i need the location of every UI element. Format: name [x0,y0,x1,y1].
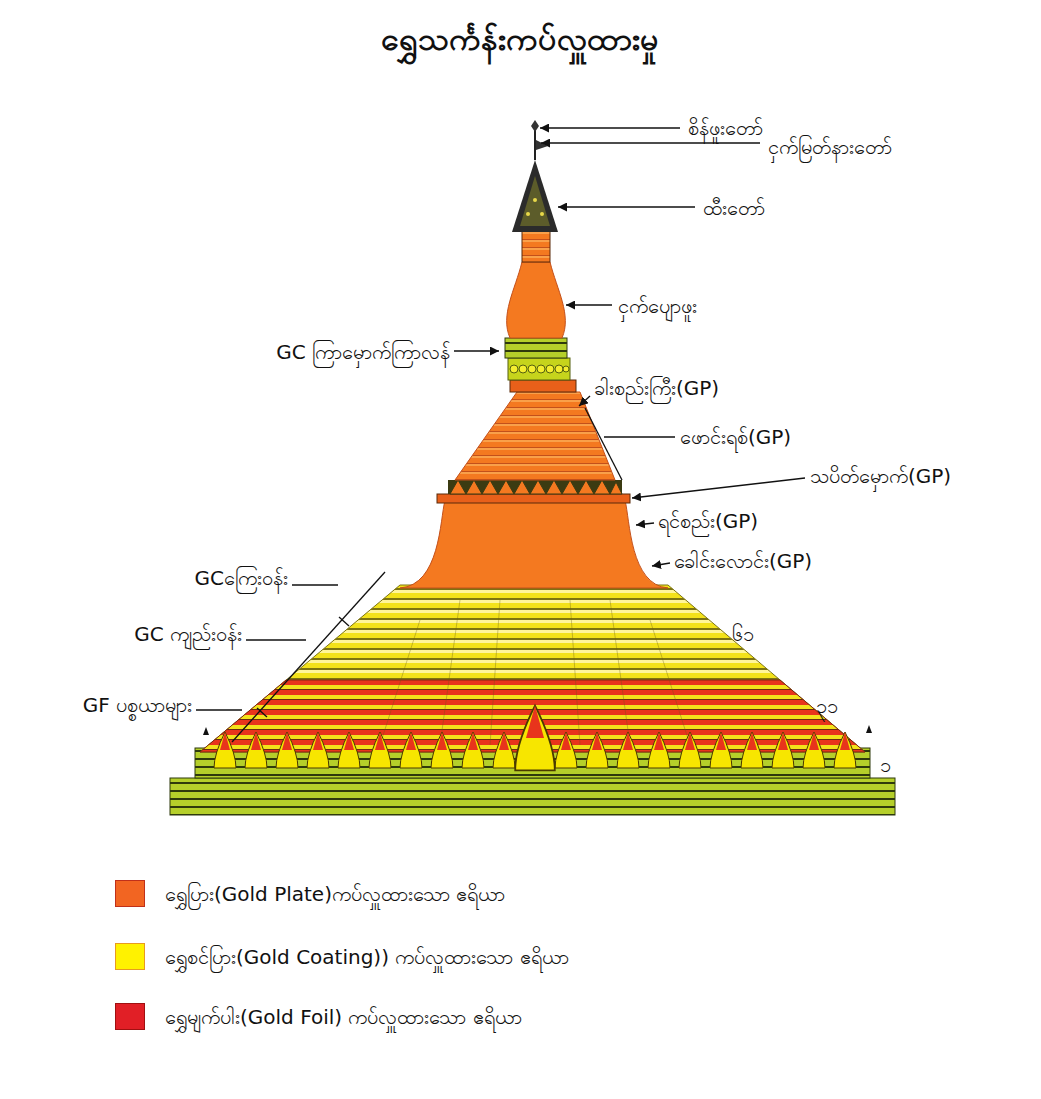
legend-swatch [115,943,145,970]
level-number: ၆၁ [732,621,754,647]
diamond-bud [531,120,539,132]
part-label: ခါးစည်းကြီး(GP) [594,375,719,401]
title: ရွှေသင်္ကန်းကပ်လှူထားမှု [381,19,659,61]
banana-bud [507,262,566,338]
bell [400,500,668,588]
waist-band [510,380,576,392]
hti-umbrella [512,160,558,232]
vane [536,140,548,150]
base-platform [170,778,895,815]
leader-lines [196,128,805,742]
level-number: ၃၁ [816,693,838,719]
bead-band [508,358,570,380]
part-label: ငှက်မြတ်နားတော် [768,134,892,160]
part-label: သပိတ်မှောက်(GP) [810,463,951,489]
legend-label: ရွှေပြား(Gold Plate)ကပ်လှူထားသော ဧရိယာ [165,881,505,907]
lotus-band [505,338,567,358]
center-stupa [515,706,555,771]
legend-label: ရွှေစင်ပြား(Gold Coating)) ကပ်လှူထားသော … [165,944,569,970]
end-marker [866,725,872,733]
part-label: GCကြေးဝန်း [195,565,288,591]
beads [510,365,569,373]
spire-pole [534,128,536,160]
part-label: GF ပစ္စယာများ [83,692,192,718]
ring-cone [455,392,615,480]
part-label: ရင်စည်း(GP) [658,508,758,534]
part-label: ထီးတော် [703,195,765,221]
bell-ring [437,494,630,503]
part-label: GC ကျည်းဝန်း [134,621,242,647]
end-marker [203,727,209,735]
small-rings [522,228,550,262]
hti-inner [520,176,550,226]
legend-swatch [115,1003,145,1030]
lotus-petals [450,480,622,494]
legend-swatch [115,880,145,907]
legend-label: ရွှေမျက်ပါး(Gold Foil) ကပ်လှူထားသော ဧရိယ… [165,1004,522,1030]
hti-ornaments [526,198,544,216]
level-number: ၁ [880,752,891,778]
part-label: စိန်ဖူးတော် [688,115,763,141]
part-label: ခေါင်းလောင်း(GP) [674,548,812,574]
part-label: GC ကြာမှောက်ကြာလန် [276,339,450,365]
part-label: ငှက်ပျောဖူး [618,293,697,319]
petal-band [448,480,622,494]
part-label: ဖောင်းရစ်(GP) [680,424,791,450]
